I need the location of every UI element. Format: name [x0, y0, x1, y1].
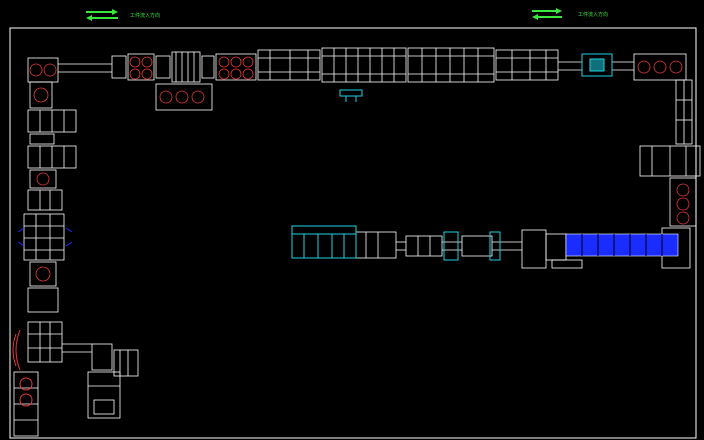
middle-cyan-accents	[291, 225, 501, 261]
flow-label-right: 工件流入方向	[578, 11, 608, 18]
left-blue-accents	[17, 227, 73, 247]
cyan-station-top	[339, 53, 613, 102]
middle-conveyor-line	[355, 229, 583, 269]
left-red-accents	[12, 329, 33, 407]
arrow-left-icon	[86, 15, 118, 21]
left-vertical-line	[13, 81, 92, 437]
arrow-left-icon	[532, 14, 562, 20]
bottom-left-station	[87, 343, 139, 419]
flow-label-left: 工件流入方向	[130, 12, 160, 19]
drawing-frame	[9, 27, 697, 439]
top-conveyor-line	[27, 47, 687, 111]
arrow-right-icon	[86, 9, 118, 15]
blue-buffer-conveyor	[565, 233, 679, 257]
flow-direction-right: 工件流入方向	[532, 8, 608, 20]
flow-direction-left: 工件流入方向	[86, 9, 160, 21]
arrow-right-icon	[532, 8, 562, 14]
